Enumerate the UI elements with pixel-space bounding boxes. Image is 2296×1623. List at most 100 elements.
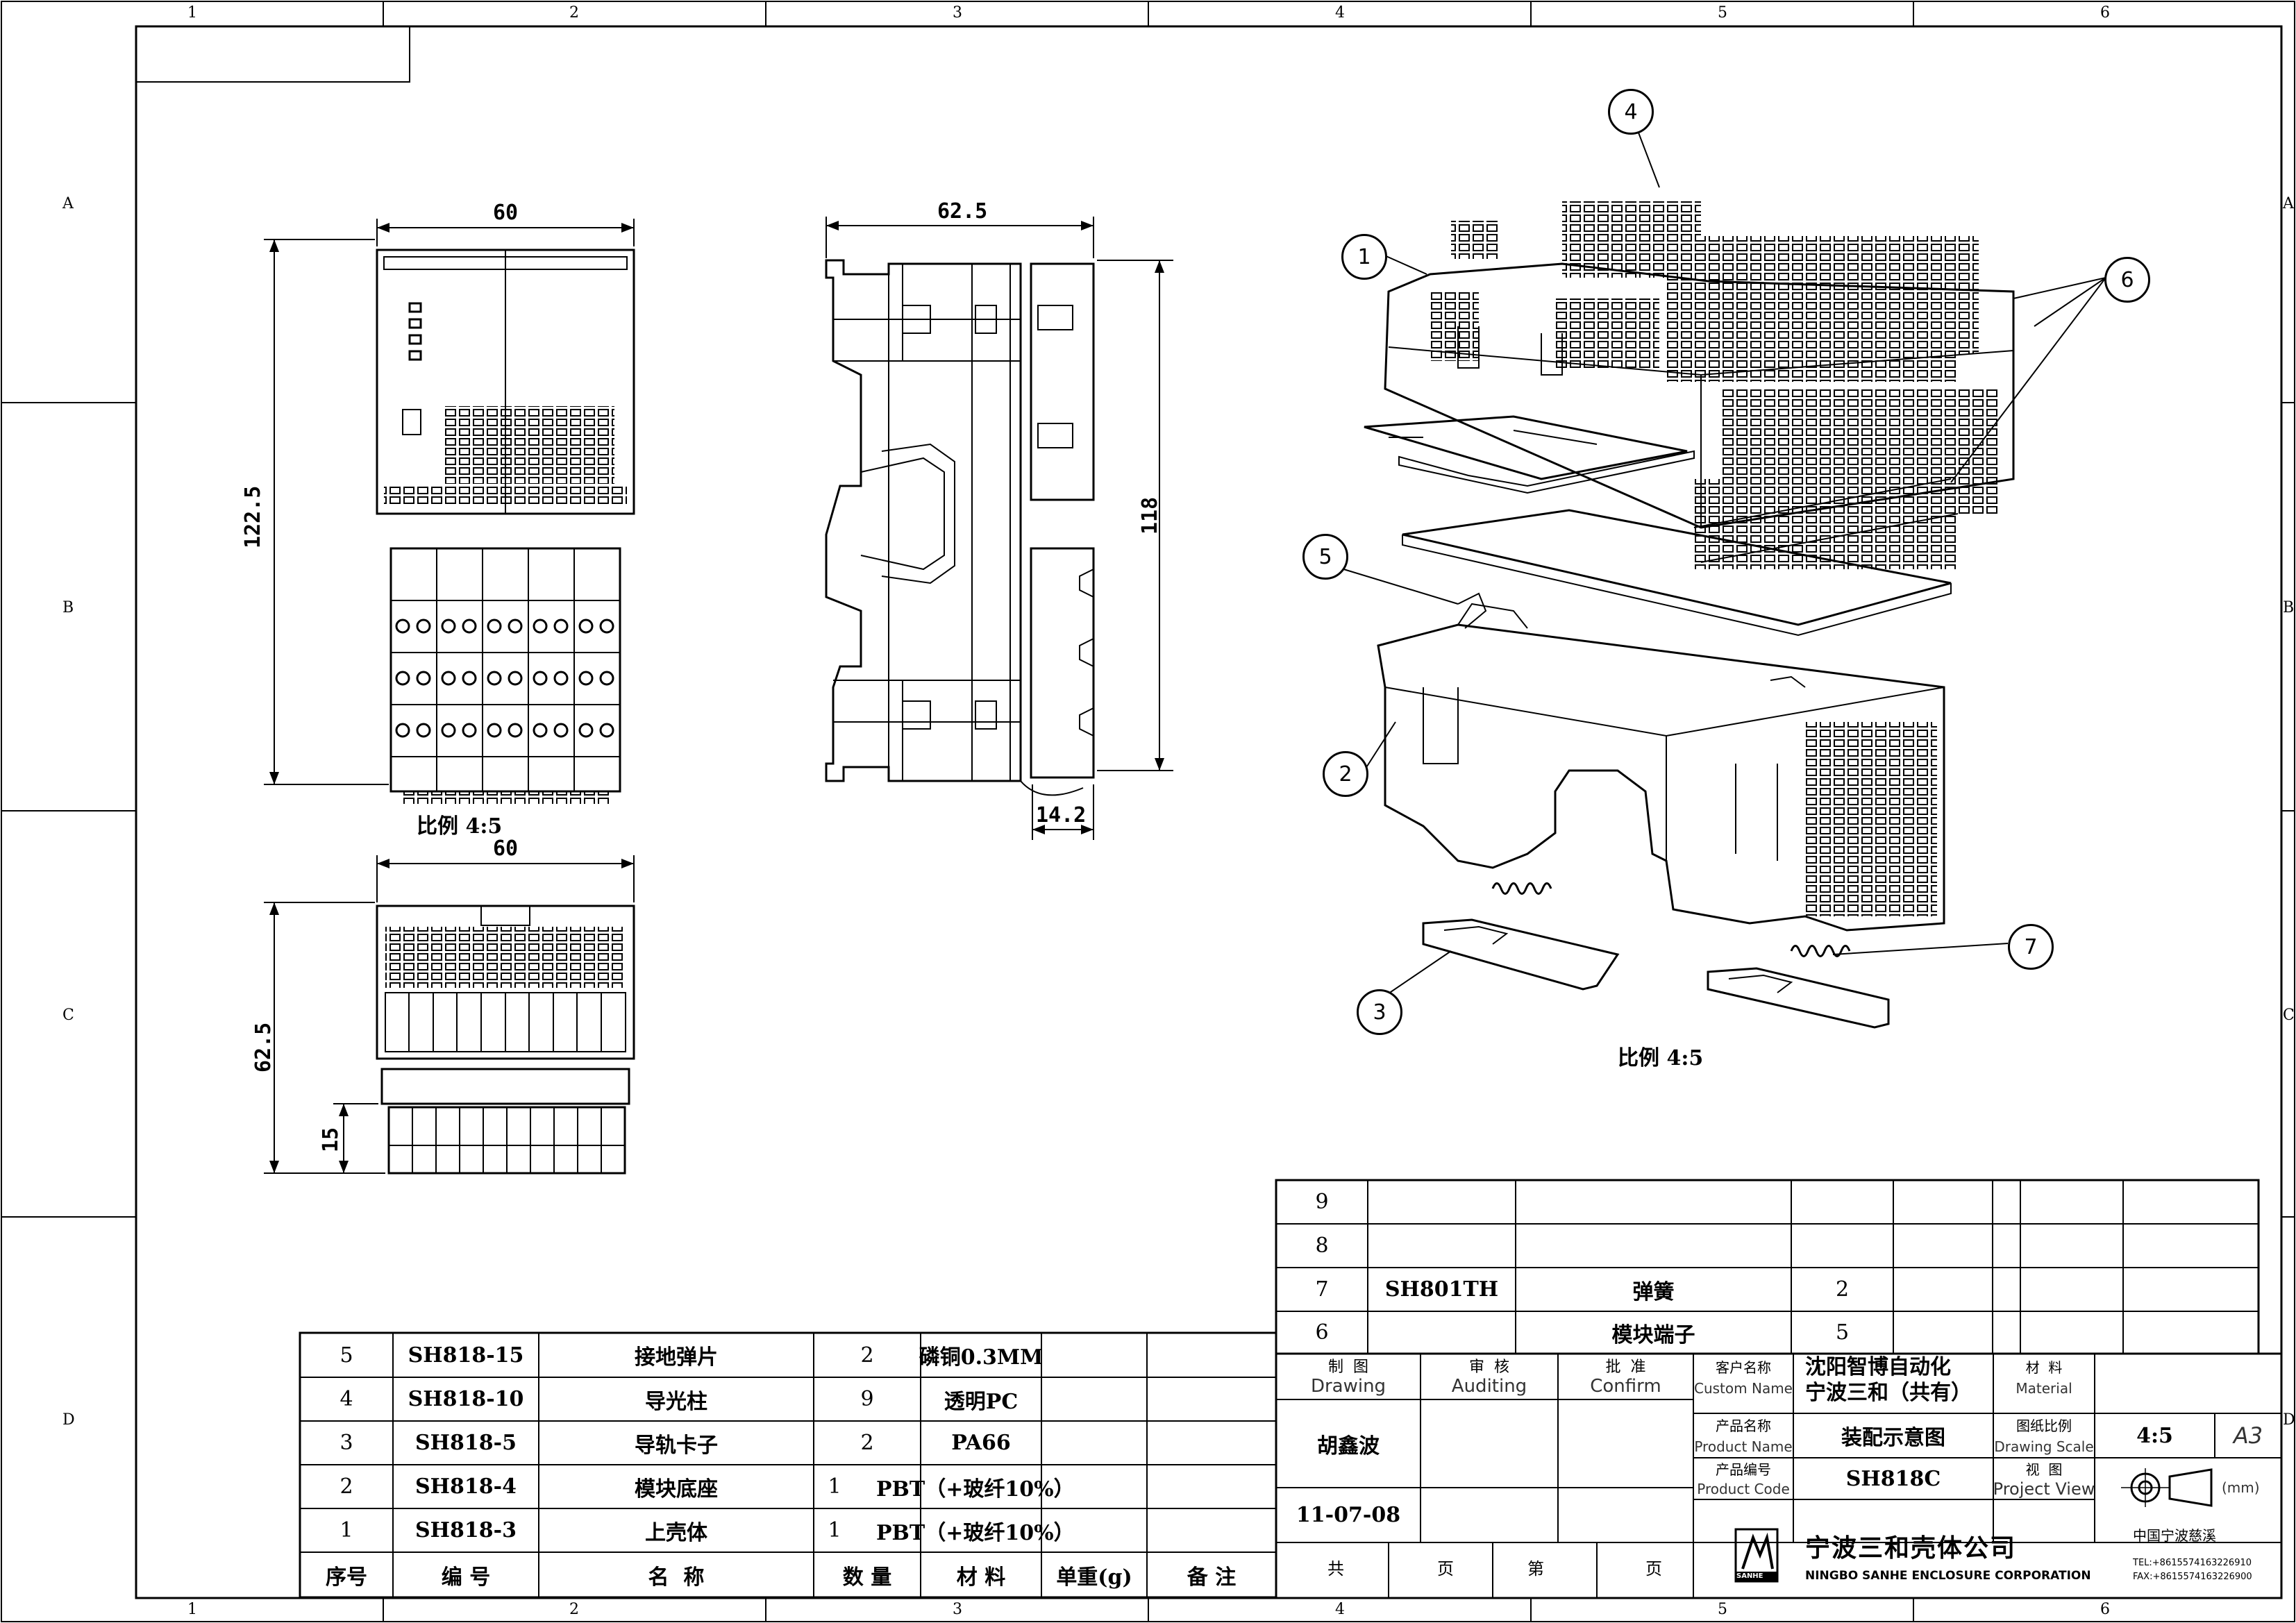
grid-row-a-left: A: [62, 195, 74, 212]
side-view: [825, 217, 1173, 840]
tb-scale-en: Drawing Scale: [1994, 1438, 2094, 1455]
tb-view-cn: 视 图: [2025, 1461, 2063, 1478]
header-qty: 数 量: [842, 1565, 892, 1590]
lower-row-5-qty: 2: [860, 1343, 874, 1368]
grid-col-4-bottom: 4: [1335, 1601, 1345, 1618]
lower-row-5-no: 5: [340, 1343, 353, 1368]
tb-scale-cn: 图纸比例: [2016, 1417, 2072, 1434]
lower-row-1-code: SH818-3: [415, 1518, 517, 1542]
balloon-7: 7: [2008, 924, 2054, 970]
grid-row-c-right: C: [2283, 1007, 2295, 1024]
lower-row-3-qty: 2: [860, 1431, 874, 1455]
side-width-dim: 62.5: [937, 199, 988, 224]
header-material: 材 料: [956, 1565, 1006, 1590]
grid-col-6-top: 6: [2100, 4, 2110, 22]
company-logo: [1734, 1528, 1779, 1583]
top-width-dim: 60: [493, 836, 519, 861]
tb-page-cur-unit: 页: [1645, 1559, 1662, 1579]
company-name-cn: 宁波三和壳体公司: [1805, 1533, 2017, 1563]
upper-row-7-code: SH801TH: [1384, 1277, 1499, 1302]
lower-row-3-material: PA66: [951, 1431, 1011, 1455]
tb-product-name: 装配示意图: [1841, 1426, 1945, 1450]
upper-row-6-qty: 5: [1835, 1320, 1850, 1345]
tb-drawing-en: Drawing: [1310, 1376, 1386, 1397]
grid-row-b-left: B: [62, 599, 74, 616]
lower-row-4-code: SH818-10: [408, 1387, 524, 1411]
upper-row-7-no: 7: [1315, 1277, 1329, 1302]
grid-col-3-top: 3: [953, 4, 962, 22]
grid-col-4-top: 4: [1335, 4, 1345, 22]
balloon-1: 1: [1341, 234, 1387, 280]
lower-row-4-no: 4: [340, 1387, 353, 1411]
balloon-5: 5: [1302, 534, 1348, 580]
lower-row-2-code: SH818-4: [415, 1474, 517, 1499]
lower-row-1-material: PBT（+玻纤10%）: [876, 1520, 1075, 1545]
tb-product-name-cn: 产品名称: [1716, 1417, 1771, 1434]
company-location: 中国宁波慈溪: [2133, 1527, 2216, 1544]
lower-row-1-no: 1: [340, 1518, 353, 1542]
balloon-4: 4: [1608, 89, 1654, 135]
header-name: 名 称: [648, 1565, 705, 1590]
lower-row-2-name: 模块底座: [635, 1477, 718, 1502]
lower-row-2-qty: 1: [828, 1474, 841, 1499]
tb-scale: 4:5: [2136, 1423, 2173, 1448]
company-fax: FAX:+8615574163226900: [2133, 1572, 2252, 1582]
tb-drawing-cn: 制 图: [1328, 1359, 1368, 1376]
projection-symbol: [2121, 1468, 2213, 1507]
lower-row-1-name: 上壳体: [645, 1520, 707, 1545]
company-name-en: NINGBO SANHE ENCLOSURE CORPORATION: [1805, 1569, 2091, 1583]
tb-auditing-cn: 审 核: [1469, 1359, 1509, 1376]
side-bottom-dim: 14.2: [1036, 803, 1087, 827]
tb-product-code-en: Product Code: [1697, 1481, 1790, 1497]
grid-row-d-right: D: [2283, 1411, 2295, 1429]
grid-row-d-left: D: [62, 1411, 75, 1429]
grid-row-b-right: B: [2283, 599, 2295, 616]
grid-col-3-bottom: 3: [953, 1601, 962, 1618]
lower-row-5-material: 磷铜0.3MM: [919, 1345, 1044, 1370]
upper-row-6-no: 6: [1315, 1320, 1329, 1345]
upper-row-7-qty: 2: [1835, 1277, 1850, 1302]
grid-col-5-top: 5: [1718, 4, 1727, 22]
front-height-dim: 122.5: [241, 485, 265, 548]
front-view: [264, 219, 635, 804]
balloon-6: 6: [2104, 257, 2150, 303]
side-height-dim: 118: [1138, 496, 1162, 535]
exploded-scale-label: 比例 4:5: [1618, 1046, 1704, 1070]
tb-customer-cn: 客户名称: [1716, 1359, 1771, 1376]
lower-row-3-name: 导轨卡子: [635, 1433, 718, 1458]
upper-row-7-name: 弹簧: [1632, 1279, 1675, 1304]
header-code: 编 号: [441, 1565, 491, 1590]
tb-sheet-size: A3: [2233, 1422, 2263, 1449]
grid-row-c-left: C: [62, 1007, 74, 1024]
balloon-2: 2: [1323, 751, 1368, 797]
logo-text: SANHE: [1736, 1572, 1763, 1580]
tb-material-cn: 材 料: [2025, 1359, 2063, 1376]
tb-product-name-en: Product Name: [1694, 1438, 1793, 1455]
lower-row-2-no: 2: [340, 1474, 353, 1499]
tb-drawer: 胡鑫波: [1317, 1433, 1380, 1458]
parts-table-lines: [299, 1179, 2283, 1599]
grid-row-a-right: A: [2283, 195, 2294, 212]
lower-row-3-no: 3: [340, 1431, 353, 1455]
upper-row-6-name: 模块端子: [1611, 1322, 1695, 1347]
balloon-3: 3: [1357, 989, 1402, 1035]
grid-col-2-bottom: 2: [569, 1601, 579, 1618]
tb-material-en: Material: [2016, 1380, 2072, 1397]
company-tel: TEL:+8615574163226910: [2133, 1558, 2252, 1568]
tb-auditing-en: Auditing: [1451, 1376, 1527, 1397]
grid-col-1-bottom: 1: [187, 1601, 197, 1618]
header-no: 序号: [326, 1565, 367, 1590]
top-view: [264, 855, 635, 1175]
tb-customer-line2: 宁波三和（共有）: [1805, 1381, 1972, 1405]
tb-confirm-cn: 批 准: [1605, 1359, 1646, 1376]
lower-row-2-material: PBT（+玻纤10%）: [876, 1477, 1075, 1502]
header-weight: 单重(g): [1056, 1565, 1132, 1590]
tb-customer-en: Custom Name: [1694, 1380, 1793, 1397]
exploded-view: [1341, 123, 2106, 1029]
tb-date: 11-07-08: [1296, 1503, 1401, 1527]
front-width-dim: 60: [493, 201, 519, 225]
grid-col-5-bottom: 5: [1718, 1601, 1727, 1618]
upper-row-8-no: 8: [1315, 1234, 1329, 1258]
header-remark: 备 注: [1187, 1565, 1237, 1590]
lower-row-4-qty: 9: [860, 1387, 874, 1411]
